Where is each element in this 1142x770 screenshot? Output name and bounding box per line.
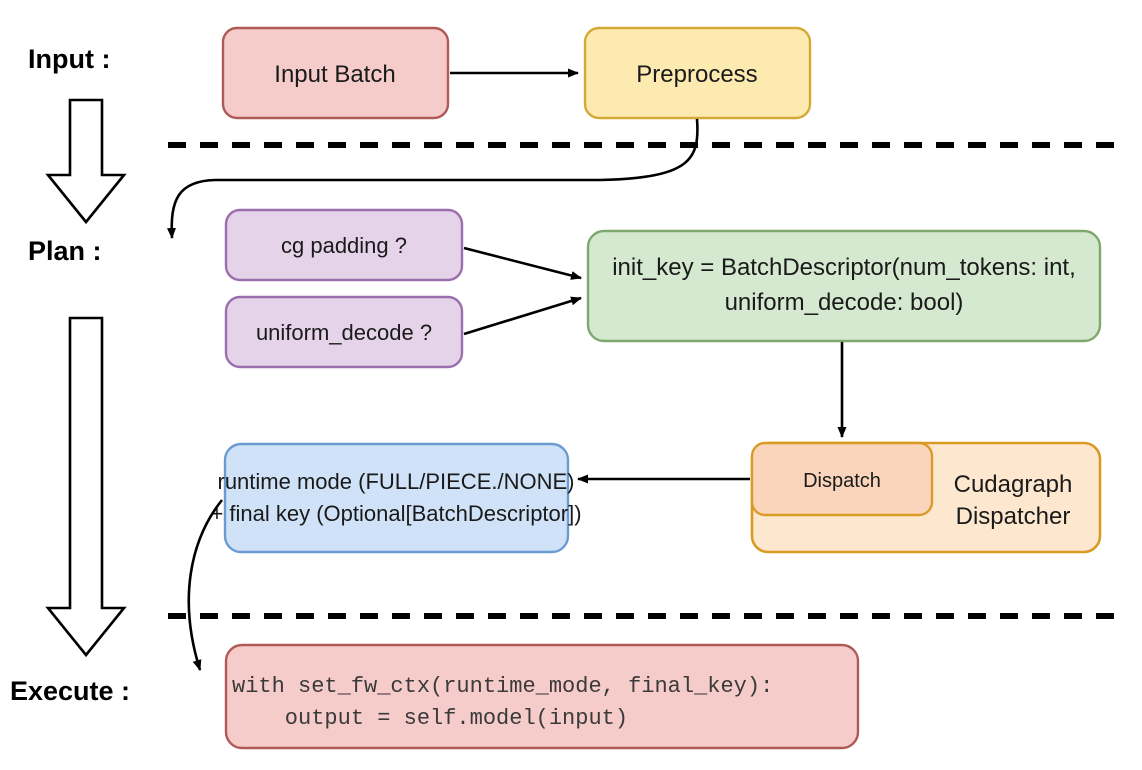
edge-preprocess-to-cg-padding — [166, 118, 699, 239]
init-key-line2: uniform_decode: bool) — [725, 289, 964, 316]
node-preprocess[interactable]: Preprocess — [583, 26, 812, 120]
stage-label-plan: Plan : — [28, 236, 102, 266]
node-cg-padding[interactable]: cg padding ? — [224, 208, 464, 282]
dispatch-label: Dispatch — [803, 470, 881, 492]
cg-padding-label: cg padding ? — [281, 233, 407, 258]
edge-uniform-decode-to-init-key — [463, 296, 582, 336]
edge-cg-padding-to-init-key — [463, 246, 582, 280]
init-key-line1: init_key = BatchDescriptor(num_tokens: i… — [612, 254, 1076, 281]
stage-label-input: Input : — [28, 44, 110, 74]
edge-runtime-mode-to-execute-code — [187, 499, 224, 671]
preprocess-label: Preprocess — [636, 61, 757, 88]
runtime-mode-line2: + final key (Optional[BatchDescriptor]) — [210, 501, 581, 526]
uniform-decode-label: uniform_decode ? — [256, 320, 432, 345]
dispatch-box — [750, 441, 934, 517]
cudagraph-dispatcher-line2: Dispatcher — [956, 503, 1071, 530]
node-dispatch[interactable]: Dispatch — [750, 441, 934, 517]
node-runtime-mode[interactable]: runtime mode (FULL/PIECE./NONE) + final … — [210, 442, 582, 554]
cg-padding-box — [224, 208, 464, 282]
flow-arrow-input-to-plan — [45, 98, 127, 225]
input-batch-label: Input Batch — [274, 61, 395, 88]
input-batch-box — [221, 26, 450, 120]
flow-arrow-plan-to-execute — [45, 316, 127, 658]
runtime-mode-line1: runtime mode (FULL/PIECE./NONE) — [218, 469, 575, 494]
stage-label-execute: Execute : — [10, 676, 130, 706]
node-execute-code[interactable]: with set_fw_ctx(runtime_mode, final_key)… — [224, 643, 860, 750]
init-key-box — [586, 229, 1102, 343]
execute-code-box — [224, 643, 860, 750]
execute-code-line2: output = self.model(input) — [232, 706, 628, 731]
runtime-mode-box — [223, 442, 570, 554]
preprocess-box — [583, 26, 812, 120]
node-uniform-decode[interactable]: uniform_decode ? — [224, 295, 464, 369]
node-init-key[interactable]: init_key = BatchDescriptor(num_tokens: i… — [586, 229, 1102, 343]
node-input-batch[interactable]: Input Batch — [221, 26, 450, 120]
cudagraph-dispatcher-line1: Cudagraph — [954, 471, 1073, 498]
execute-code-line1: with set_fw_ctx(runtime_mode, final_key)… — [232, 674, 773, 699]
uniform-decode-box — [224, 295, 464, 369]
